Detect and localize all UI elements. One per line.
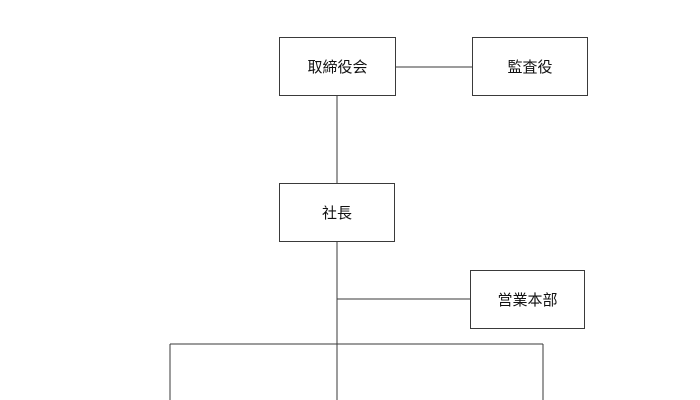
president-label: 社長 (321, 204, 352, 222)
president-box: 社長 (279, 183, 395, 242)
auditor-label: 監査役 (507, 58, 553, 76)
board-of-directors-label: 取締役会 (307, 58, 368, 76)
board-of-directors-box: 取締役会 (279, 37, 396, 96)
auditor-box: 監査役 (472, 37, 588, 96)
sales-headquarters-box: 営業本部 (470, 270, 585, 329)
sales-headquarters-label: 営業本部 (497, 291, 558, 309)
